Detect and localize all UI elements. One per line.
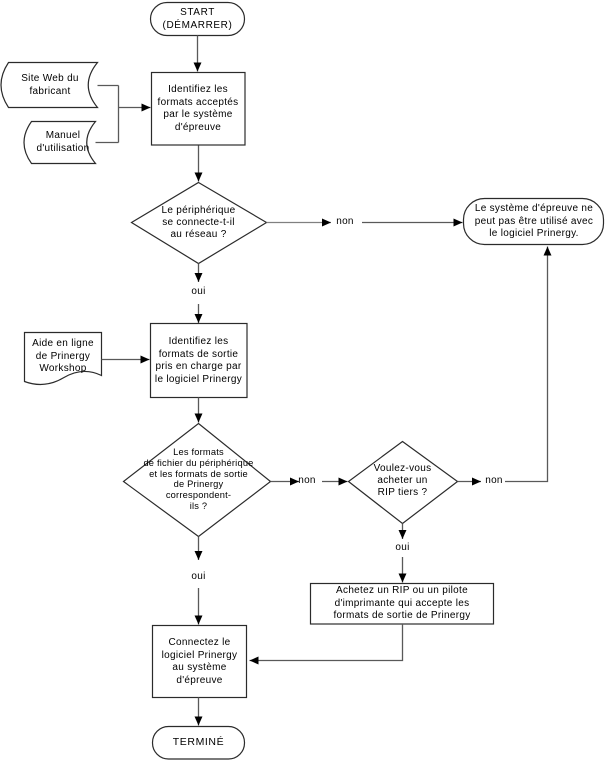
decision-match-label: Les formats de fichier du périphérique e… — [143, 447, 254, 511]
process-identify-output-label: Identifiez les formats de sortie pris en… — [154, 336, 243, 385]
document-aide-label: Aide en ligne de Prinergy Workshop — [32, 338, 94, 374]
process-buy-rip-shape — [309, 582, 495, 625]
edge-label-oui-match: oui — [191, 571, 206, 582]
decision-rip-label: Voulez-vous acheter un RIP tiers ? — [373, 463, 432, 498]
document-manuel-shape — [23, 120, 97, 165]
process-connect-label: Connectez le logiciel Prinergy au systèm… — [161, 637, 238, 686]
process-connect-shape — [151, 624, 248, 699]
start-terminal-label: START (DÉMARRER) — [162, 7, 233, 31]
document-site-web-shape — [0, 61, 99, 109]
terminal-cannot-use-label: Le système d'épreuve ne peut pas être ut… — [474, 203, 594, 239]
document-aide-shape — [23, 331, 103, 386]
process-buy-rip-label: Achetez un RIP ou un pilote d'imprimante… — [333, 585, 471, 621]
terminal-cannot-use-shape — [462, 197, 605, 246]
document-manuel-label: Manuel d'utilisation — [36, 130, 90, 154]
edge-label-oui-network: oui — [191, 286, 206, 297]
end-terminal-label: TERMINÉ — [172, 736, 225, 748]
connector-buyrip-to-connect — [249, 624, 404, 665]
edge-label-non-rip: non — [485, 475, 503, 486]
document-site-web-label: Site Web du fabricant — [21, 73, 79, 97]
edge-label-non-network: non — [336, 216, 354, 227]
decision-network-label: Le périphérique se connecte-t-il au rése… — [161, 205, 236, 240]
edge-label-non-match: non — [298, 475, 316, 486]
process-identify-accepted-shape — [150, 71, 246, 146]
process-identify-accepted-label: Identifiez les formats acceptés par le s… — [157, 84, 239, 133]
connector-rip-non-2 — [505, 246, 552, 483]
edge-label-oui-rip: oui — [395, 542, 410, 553]
end-terminal-shape — [151, 725, 246, 760]
